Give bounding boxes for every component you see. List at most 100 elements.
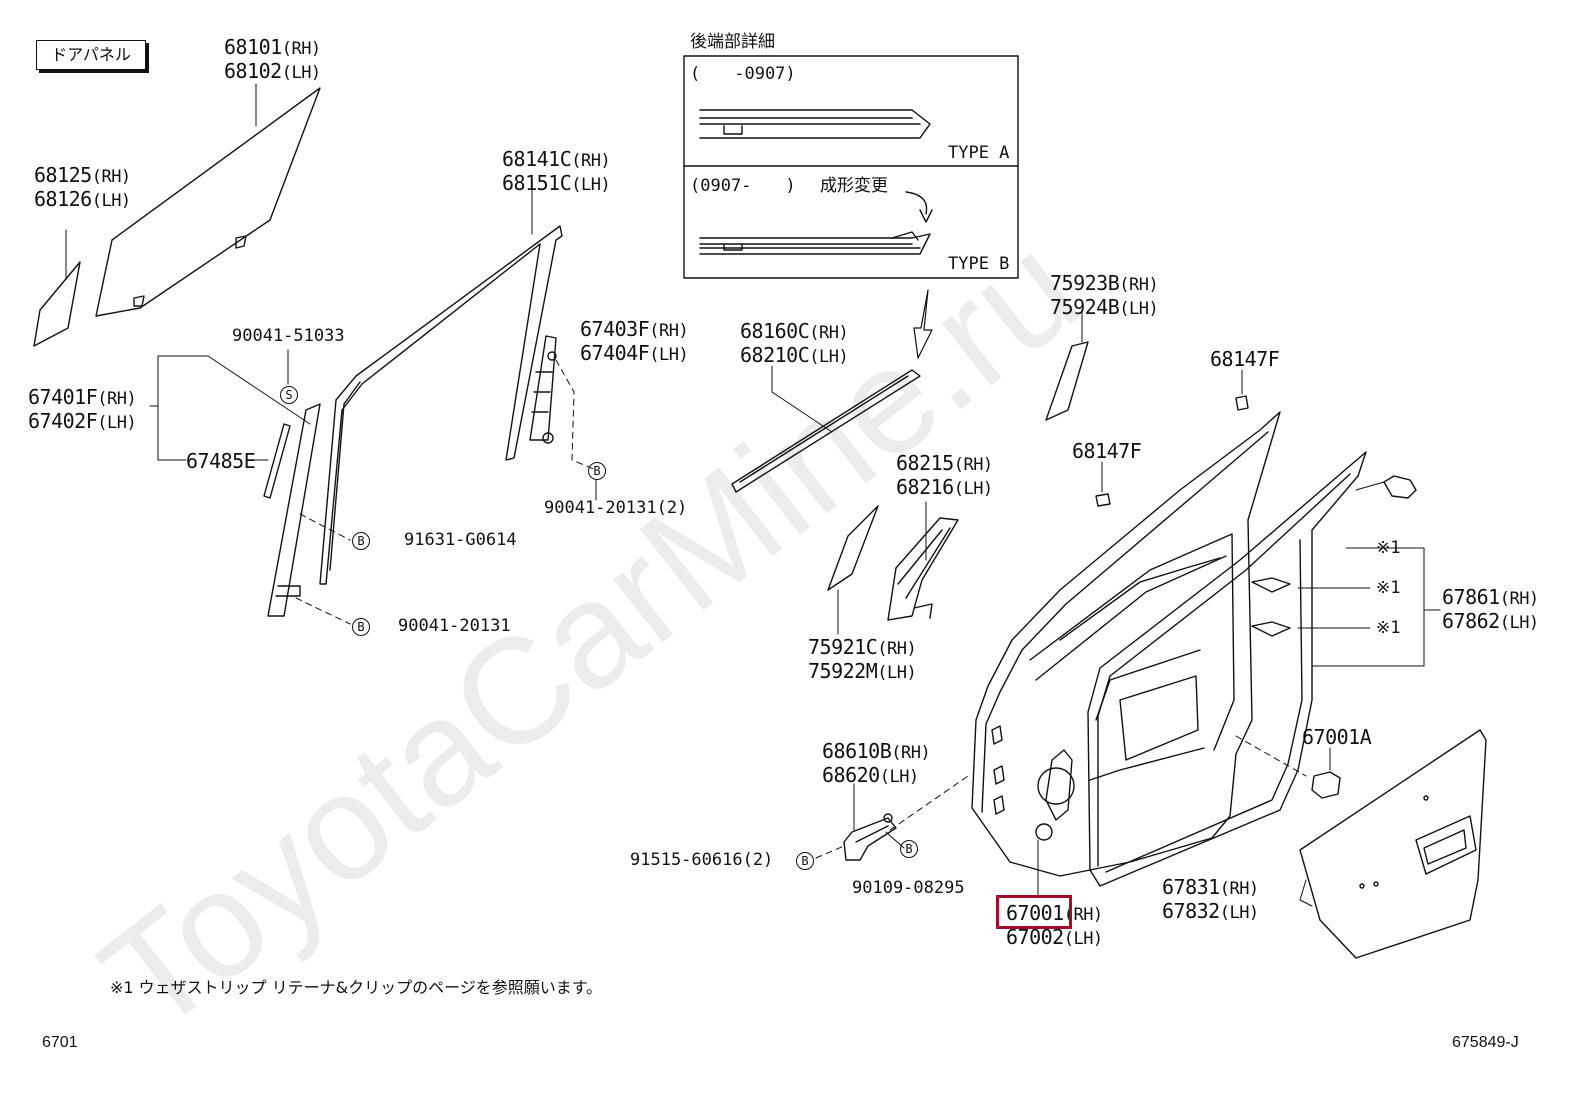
- part-number: 67401F: [28, 385, 98, 409]
- label-68160c: 68160C(RH) 68210C(LH): [740, 319, 849, 368]
- side: (LH): [281, 63, 321, 83]
- side: (LH): [571, 175, 611, 195]
- side: (RH): [91, 167, 131, 187]
- part-number: 68160C: [740, 319, 810, 343]
- label-90041-20131: 90041-20131: [398, 616, 511, 636]
- part-number: 67402F: [28, 409, 98, 433]
- part-number: 68610B: [822, 739, 892, 763]
- ref1-marker-lower: ※1: [1376, 618, 1401, 638]
- side: (RH): [649, 321, 689, 341]
- label-67831: 67831(RH) 67832(LH): [1162, 876, 1259, 924]
- door-trim-67831: [1299, 729, 1487, 959]
- part-number: 67404F: [580, 341, 650, 365]
- label-68101: 68101(RH) 68102(LH): [224, 36, 321, 84]
- side: (RH): [571, 151, 611, 171]
- figure-code: 675849-J: [1452, 1034, 1519, 1051]
- side: (LH): [1499, 613, 1539, 633]
- type-b-period: (0907- ): [690, 176, 796, 196]
- type-a-label: TYPE A: [948, 143, 1010, 163]
- hole-plug-67001a: [1311, 771, 1341, 799]
- label-68215: 68215(RH) 68216(LH): [896, 452, 993, 500]
- part-number: 68216: [896, 475, 954, 499]
- part-number: 75921C: [808, 635, 878, 659]
- side: (RH): [1119, 275, 1159, 295]
- garnish-75923b: [1045, 341, 1089, 421]
- side: (LH): [1063, 929, 1103, 949]
- door-shell-67001: [971, 411, 1281, 897]
- label-90109-08295: 90109-08295: [852, 878, 965, 898]
- type-b-change: 成形変更: [820, 176, 888, 196]
- type-b-label: TYPE B: [948, 254, 1010, 274]
- clip-upper: [1383, 475, 1417, 499]
- part-number: 75922M: [808, 659, 878, 683]
- part-number: 68215: [896, 451, 954, 475]
- label-68147f-a: 68147F: [1210, 347, 1280, 371]
- label-68141c: 68141C(RH) 68151C(LH): [502, 148, 611, 196]
- side: (RH): [953, 455, 993, 475]
- label-67401f: 67401F(RH) 67402F(LH): [28, 385, 137, 434]
- label-68147f-b: 68147F: [1072, 439, 1142, 463]
- side: (RH): [877, 639, 917, 659]
- side: (LH): [91, 191, 131, 211]
- part-number: 68125: [34, 163, 92, 187]
- part-number: 68102: [224, 59, 282, 83]
- page-code: 6701: [42, 1034, 78, 1051]
- side: (LH): [879, 767, 919, 787]
- clip-lower: [1251, 621, 1291, 637]
- label-91631-g0614: 91631-G0614: [404, 530, 517, 550]
- part-number: 68210C: [740, 343, 810, 367]
- part-number: 67002: [1006, 925, 1064, 949]
- run-channel-68141c: [319, 189, 563, 585]
- side: (RH): [1219, 879, 1259, 899]
- label-68125: 68125(RH) 68126(LH): [34, 164, 131, 212]
- weatherstrip-67861: [1087, 451, 1441, 887]
- hinge-68610b: [815, 775, 969, 861]
- side: (RH): [1499, 589, 1539, 609]
- side: (RH): [281, 39, 321, 59]
- callout-s-icon: S: [280, 386, 298, 404]
- part-number: 68620: [822, 763, 880, 787]
- footnote: ※1 ウェザストリップ リテーナ&クリップのページを参照願います。: [110, 978, 603, 997]
- selected-part-highlight[interactable]: [996, 895, 1072, 929]
- part-number: 75923B: [1050, 271, 1120, 295]
- side: (RH): [891, 743, 931, 763]
- label-90041-51033: 90041-51033: [232, 326, 345, 346]
- callout-b-icon: B: [588, 462, 606, 480]
- clip-middle: [1251, 577, 1291, 593]
- side: (RH): [809, 323, 849, 343]
- ref1-marker-middle: ※1: [1376, 578, 1401, 598]
- garnish-75921c: [827, 505, 879, 591]
- part-number: 68151C: [502, 171, 572, 195]
- label-67403f: 67403F(RH) 67404F(LH): [580, 318, 689, 366]
- label-67861: 67861(RH) 67862(LH): [1442, 586, 1539, 634]
- part-number: 67861: [1442, 585, 1500, 609]
- side: (LH): [649, 345, 689, 365]
- door-glass-68101: [95, 87, 321, 317]
- mirror-base-68215: [887, 501, 959, 621]
- part-number: 67832: [1162, 899, 1220, 923]
- side: (LH): [97, 413, 137, 433]
- type-a-period: ( -0907): [690, 64, 796, 84]
- label-75923b: 75923B(RH) 75924B(LH): [1050, 271, 1159, 320]
- label-67001a: 67001A: [1302, 725, 1372, 749]
- label-67001: 67001(RH) 67002(LH): [1006, 902, 1103, 950]
- side: (LH): [809, 347, 849, 367]
- side: (LH): [1119, 299, 1159, 319]
- clip-68147f-a: [1235, 395, 1249, 411]
- callout-b-icon: B: [352, 618, 370, 636]
- belt-moulding-68160c: [731, 365, 921, 493]
- label-67485e: 67485E: [186, 449, 256, 473]
- detail-title: 後端部詳細: [690, 32, 775, 52]
- part-number: 67831: [1162, 875, 1220, 899]
- door-panel-tag: ドアパネル: [36, 40, 146, 70]
- callout-b-icon: B: [352, 532, 370, 550]
- side: (RH): [97, 389, 137, 409]
- callout-b-icon: B: [900, 840, 918, 858]
- quarter-glass-68125: [33, 261, 81, 347]
- label-75921c: 75921C(RH) 75922M(LH): [808, 635, 917, 684]
- side: (LH): [877, 663, 917, 683]
- part-number: 67862: [1442, 609, 1500, 633]
- part-number: 68126: [34, 187, 92, 211]
